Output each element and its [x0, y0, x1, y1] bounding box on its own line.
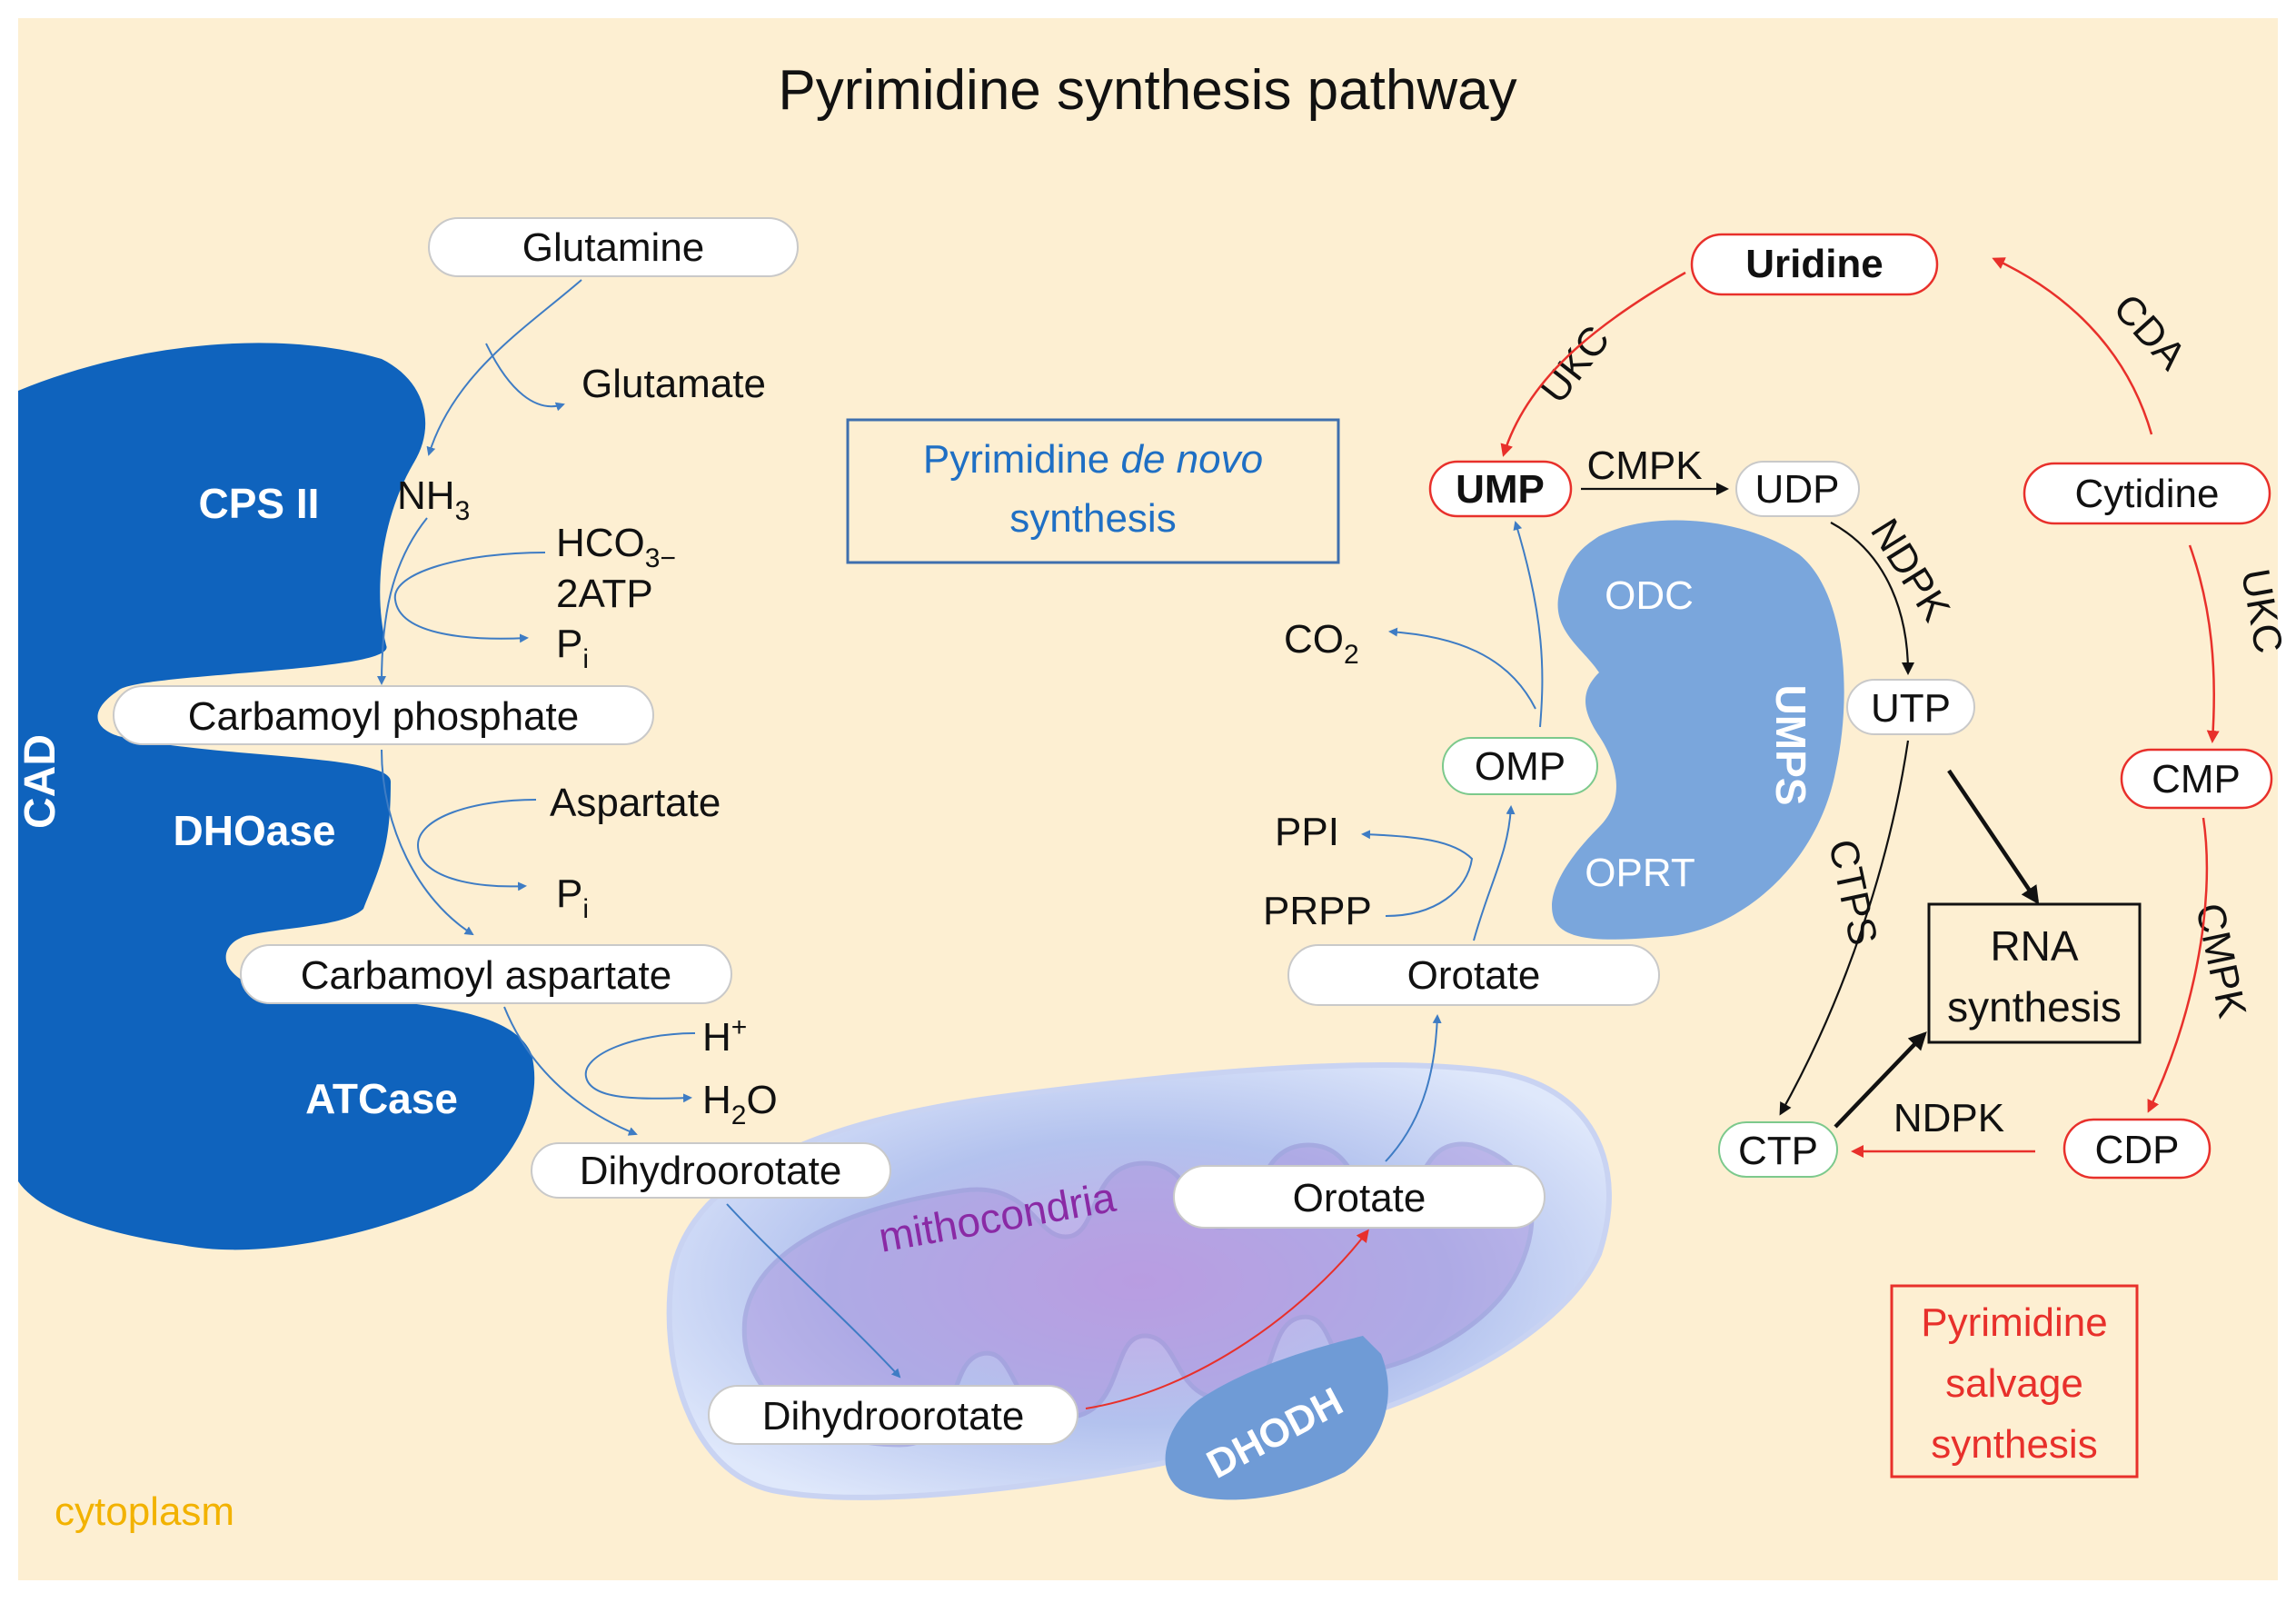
h-plus-text: H+ [702, 1012, 747, 1060]
cdp-node [2062, 1118, 2212, 1180]
cad-label: CAD [16, 734, 65, 829]
utp-text: UTP [1871, 686, 1951, 731]
carbamoyl-phosphate-text: Carbamoyl phosphate [188, 694, 579, 739]
ctp-text: CTP [1738, 1129, 1818, 1173]
dihydroorotate-cyto-node [531, 1142, 891, 1199]
co2-text: CO2 [1284, 617, 1359, 670]
oprt-label: OPRT [1585, 851, 1695, 895]
carbamoyl-aspartate-node [240, 944, 732, 1004]
cytidine-node [2023, 462, 2271, 525]
2atp-text: 2ATP [556, 572, 653, 616]
salvage-line2: salvage [1945, 1361, 2083, 1406]
cmp-text: CMP [2152, 757, 2241, 802]
rna-line1: RNA [1990, 922, 2078, 970]
nucleotide-arrows [1581, 483, 2040, 1129]
dhodh-enzyme-shape [1165, 1336, 1388, 1500]
aspartate-text: Aspartate [550, 781, 721, 825]
hco3-text: HCO3− [556, 521, 676, 573]
ctp-node [1718, 1121, 1838, 1178]
cmpk-top-label: CMPK [1586, 443, 1702, 488]
orotate-mito-node [1173, 1165, 1546, 1229]
glutamine-node [428, 217, 799, 277]
ndpk-bottom-label: NDPK [1893, 1096, 2004, 1140]
carbamoyl-phosphate-node [113, 685, 654, 745]
glutamate-text: Glutamate [581, 362, 766, 406]
uridine-node [1690, 233, 1939, 296]
orotate-cyto-text: Orotate [1407, 953, 1541, 998]
salvage-box [1890, 1284, 2139, 1479]
omp-text: OMP [1475, 744, 1565, 789]
prpp-text: PRPP [1263, 889, 1372, 933]
page-title: Pyrimidine synthesis pathway [778, 59, 1516, 122]
cytoplasm-label: cytoplasm [55, 1489, 234, 1534]
odc-label: ODC [1605, 573, 1694, 618]
de-novo-arrows [377, 279, 1544, 1379]
cps2-label: CPS II [199, 480, 320, 527]
salvage-arrows [1500, 257, 2220, 1158]
omp-node [1442, 737, 1598, 795]
salvage-line3: synthesis [1931, 1422, 2097, 1467]
nh3-text: NH3 [397, 473, 470, 526]
dihydroorotate-mito-text: Dihydroorotate [762, 1394, 1025, 1439]
dhoase-label: DHOase [174, 807, 336, 854]
cdp-text: CDP [2095, 1128, 2180, 1172]
umps-enzyme-shape [1552, 520, 1844, 940]
utp-node [1846, 679, 1975, 735]
uridine-text: Uridine [1745, 242, 1884, 286]
carbamoyl-aspartate-text: Carbamoyl aspartate [301, 953, 671, 998]
glutamine-text: Glutamine [522, 225, 705, 270]
udp-node [1735, 461, 1860, 517]
salvage-line1: Pyrimidine [1921, 1300, 2107, 1345]
rna-synthesis-box [1927, 902, 2142, 1044]
de-novo-subtitle: synthesis [1009, 496, 1176, 541]
de-novo-title: Pyrimidine de novo [923, 437, 1263, 482]
pi-2-text: Pi [556, 871, 589, 924]
dihydroorotate-mito-node [708, 1385, 1078, 1445]
orotate-mito-text: Orotate [1293, 1176, 1426, 1220]
cmp-node [2120, 748, 2273, 810]
h2o-text: H2O [702, 1078, 778, 1130]
atcase-label: ATCase [305, 1075, 458, 1122]
ump-text: UMP [1456, 467, 1545, 512]
pi-1-text: Pi [556, 622, 589, 674]
umps-label: UMPS [1767, 685, 1814, 806]
de-novo-box [846, 418, 1340, 564]
udp-text: UDP [1755, 467, 1840, 512]
rna-line2: synthesis [1947, 983, 2122, 1030]
dihydroorotate-cyto-text: Dihydroorotate [580, 1149, 842, 1193]
dhodh-reaction-arrow [1085, 1229, 1369, 1409]
ppi-text: PPI [1275, 810, 1339, 854]
cad-enzyme-shape [18, 343, 535, 1250]
orotate-cyto-node [1287, 944, 1660, 1006]
ump-node [1428, 460, 1573, 518]
cytidine-text: Cytidine [2075, 472, 2220, 516]
